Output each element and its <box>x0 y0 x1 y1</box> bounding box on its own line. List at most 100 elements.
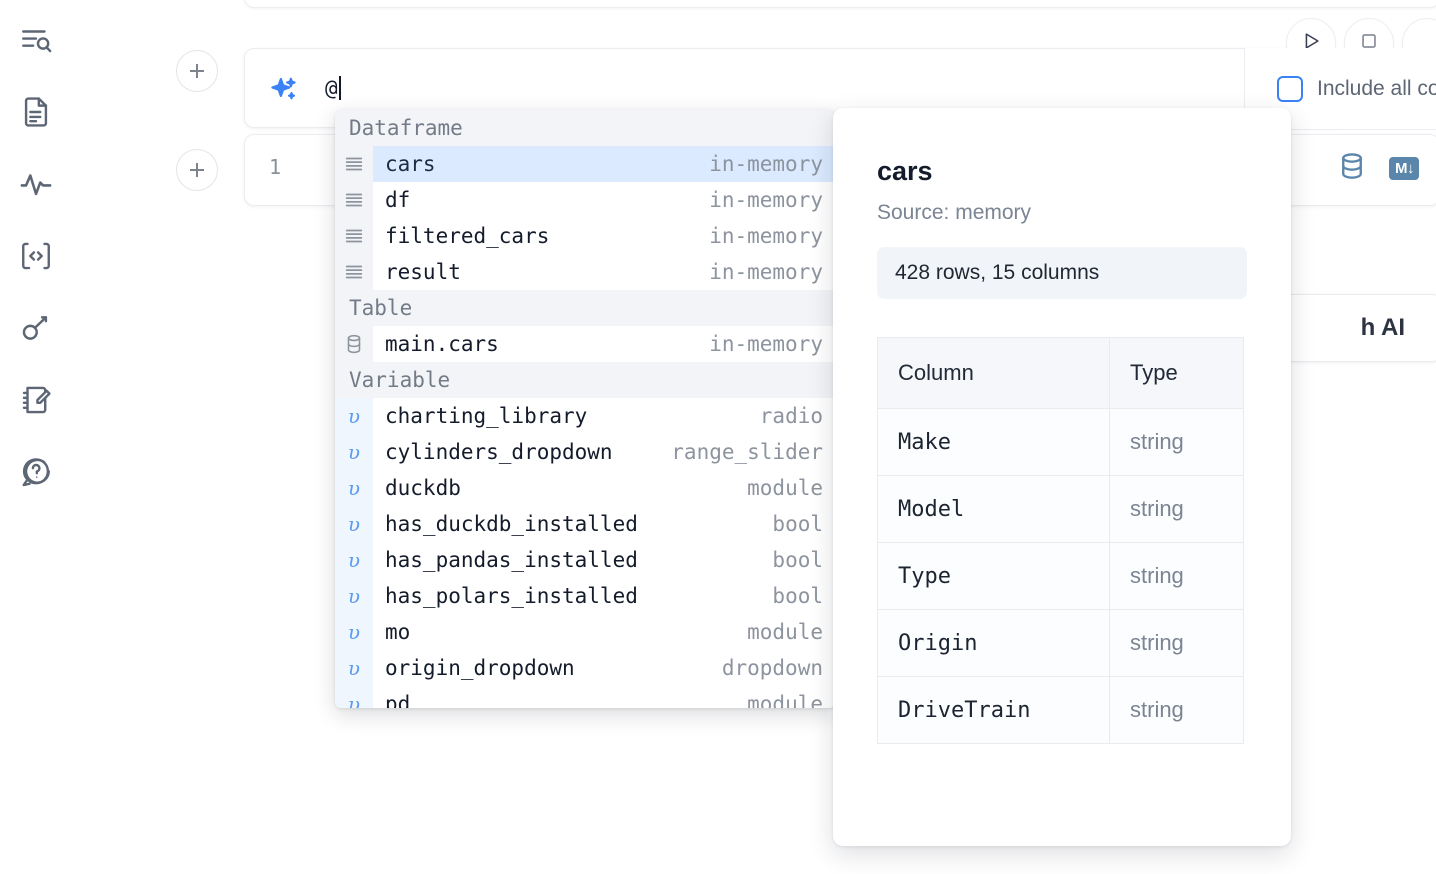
autocomplete-item-type: range_slider <box>671 440 823 464</box>
autocomplete-item[interactable]: υ origin_dropdown dropdown <box>335 650 835 686</box>
table-cell-column: Origin <box>877 609 1110 677</box>
autocomplete-dropdown[interactable]: Dataframe cars in-memory df in-memory filtere… <box>335 110 835 708</box>
table-header-row: Column Type <box>877 337 1244 409</box>
sidebar-item-scratchpad[interactable] <box>10 374 62 426</box>
table-cell-type: string <box>1109 542 1244 610</box>
notebook-edit-icon <box>19 383 53 417</box>
autocomplete-item-name: result <box>385 260 461 284</box>
autocomplete-item-name: has_polars_installed <box>385 584 638 608</box>
autocomplete-item-name: origin_dropdown <box>385 656 575 680</box>
table-cell-column: DriveTrain <box>877 676 1110 744</box>
autocomplete-item-name: mo <box>385 620 411 644</box>
table-cell-type: string <box>1109 475 1244 543</box>
sidebar-item-snippets[interactable] <box>10 230 62 282</box>
ai-prompt-value: @ <box>325 76 338 100</box>
sidebar-item-file[interactable] <box>10 86 62 138</box>
autocomplete-section-header: Variable <box>335 362 835 398</box>
autocomplete-item-type: module <box>747 476 823 500</box>
sidebar-item-outline-search[interactable] <box>10 14 62 66</box>
autocomplete-item-type: dropdown <box>721 656 823 680</box>
autocomplete-item-name: cars <box>385 152 436 176</box>
autocomplete-item-name: main.cars <box>385 332 499 356</box>
variable-icon: υ <box>335 398 373 434</box>
autocomplete-item-body: result in-memory <box>373 254 835 290</box>
file-text-icon <box>19 95 53 129</box>
autocomplete-item-body: has_duckdb_installed bool <box>373 506 835 542</box>
dataframe-icon <box>335 218 373 254</box>
cell-actions: M↓ <box>1337 151 1419 186</box>
autocomplete-item-name: df <box>385 188 411 212</box>
autocomplete-item-name: has_duckdb_installed <box>385 512 638 536</box>
autocomplete-item-type: bool <box>772 548 823 572</box>
sidebar-item-help[interactable] <box>10 446 62 498</box>
autocomplete-item-name: filtered_cars <box>385 224 550 248</box>
autocomplete-item[interactable]: df in-memory <box>335 182 835 218</box>
autocomplete-item-name: cylinders_dropdown <box>385 440 613 464</box>
autocomplete-item-name: pd <box>385 692 411 708</box>
autocomplete-item-type: in-memory <box>709 188 823 212</box>
markdown-badge-letter: M <box>1395 160 1408 177</box>
add-cell-button-bottom[interactable] <box>176 149 218 191</box>
text-caret <box>338 76 341 100</box>
add-cell-button-top[interactable] <box>176 50 218 92</box>
autocomplete-item[interactable]: result in-memory <box>335 254 835 290</box>
sparkle-icon <box>269 75 299 105</box>
autocomplete-item[interactable]: cars in-memory <box>335 146 835 182</box>
table-header-column: Column <box>877 337 1110 409</box>
include-all-code-checkbox[interactable] <box>1277 75 1303 102</box>
database-icon[interactable] <box>1337 151 1367 186</box>
sidebar-item-secrets[interactable] <box>10 302 62 354</box>
autocomplete-item-body: has_polars_installed bool <box>373 578 835 614</box>
autocomplete-item-type: module <box>747 620 823 644</box>
variable-icon: υ <box>335 686 373 708</box>
autocomplete-item-body: df in-memory <box>373 182 835 218</box>
markdown-badge-arrow: ↓ <box>1407 160 1415 177</box>
variable-icon: υ <box>335 614 373 650</box>
autocomplete-item-type: bool <box>772 584 823 608</box>
dataframe-icon <box>335 254 373 290</box>
table-header-type: Type <box>1109 337 1244 409</box>
doc-source: Source: memory <box>877 201 1032 224</box>
variable-icon: υ <box>335 470 373 506</box>
autocomplete-section-header: Dataframe <box>335 110 835 146</box>
autocomplete-item-type: in-memory <box>709 152 823 176</box>
autocomplete-item-type: radio <box>759 404 823 428</box>
doc-shape-badge: 428 rows, 15 columns <box>877 247 1247 299</box>
play-icon <box>1300 30 1322 57</box>
autocomplete-item-type: bool <box>772 512 823 536</box>
dataframe-icon <box>335 182 373 218</box>
table-cell-type: string <box>1109 676 1244 744</box>
autocomplete-item-body: cars in-memory <box>373 146 835 182</box>
table-icon <box>335 326 373 362</box>
doc-title: cars <box>877 156 933 186</box>
dataframe-icon <box>335 146 373 182</box>
markdown-icon[interactable]: M↓ <box>1389 157 1419 180</box>
ai-prompt-input[interactable]: @ <box>325 75 341 101</box>
include-all-code-label: Include all code <box>1317 76 1436 100</box>
autocomplete-item-type: in-memory <box>709 260 823 284</box>
variable-icon: υ <box>335 650 373 686</box>
sidebar-item-activity[interactable] <box>10 158 62 210</box>
activity-pulse-icon <box>19 167 53 201</box>
